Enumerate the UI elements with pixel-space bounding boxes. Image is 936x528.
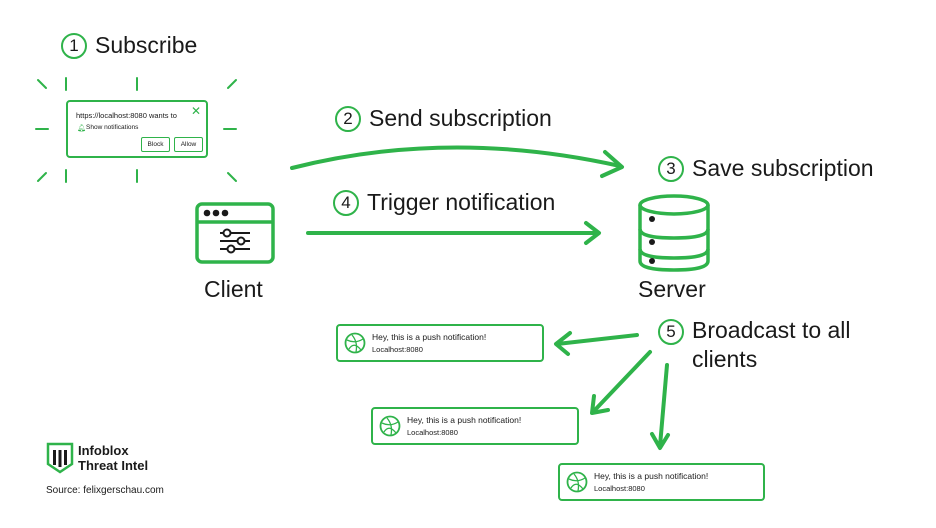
arrowhead: [600, 150, 624, 178]
arrow-broadcast-2: [591, 350, 652, 414]
infoblox-logo-icon: [46, 442, 74, 474]
step-number: 3: [658, 155, 684, 182]
permission-popup: https://localhost:8080 wants to ✕ 🔔︎ Sho…: [66, 100, 208, 158]
browser-window-icon: [195, 202, 275, 264]
step-trigger-notification: 4 Trigger notification: [333, 189, 555, 216]
ray: [37, 79, 47, 89]
push-notification: Hey, this is a push notification! Localh…: [558, 463, 765, 501]
step-broadcast: 5 Broadcast to all clients: [658, 317, 872, 374]
notification-host: Localhost:8080: [594, 484, 645, 493]
step-save-subscription: 3 Save subscription: [658, 155, 874, 182]
step-number: 1: [61, 32, 87, 59]
step-send-subscription: 2 Send subscription: [335, 105, 552, 132]
step-label: Subscribe: [95, 32, 198, 58]
bell-icon: 🔔︎: [77, 125, 86, 132]
arrowhead: [650, 432, 670, 450]
step-label: Broadcast to all clients: [692, 317, 851, 372]
brand-name: Infoblox Threat Intel: [78, 443, 148, 473]
allow-button[interactable]: Allow: [174, 137, 203, 152]
globe-icon: [344, 332, 366, 354]
globe-icon: [566, 471, 588, 493]
notification-title: Hey, this is a push notification!: [407, 415, 522, 425]
ray: [227, 172, 237, 182]
attention-rays: [35, 77, 237, 183]
popup-permission-text: Show notifications: [86, 124, 139, 131]
notification-host: Localhost:8080: [372, 345, 423, 354]
arrowhead: [584, 221, 601, 245]
globe-icon: [379, 415, 401, 437]
client-label: Client: [204, 276, 263, 302]
arrow-send-subscription: [290, 145, 622, 170]
notification-title: Hey, this is a push notification!: [372, 332, 487, 342]
push-notification: Hey, this is a push notification! Localh…: [336, 324, 544, 362]
arrow-broadcast-1: [555, 333, 639, 346]
arrowhead: [590, 394, 610, 415]
brand-line-2: Threat Intel: [78, 458, 149, 473]
notification-host: Localhost:8080: [407, 428, 458, 437]
step-number: 4: [333, 189, 359, 216]
popup-url-text: https://localhost:8080 wants to: [76, 111, 177, 120]
block-button[interactable]: Block: [141, 137, 170, 152]
push-notification: Hey, this is a push notification! Localh…: [371, 407, 579, 445]
server-label: Server: [638, 276, 706, 302]
ray: [37, 172, 47, 182]
step-number: 2: [335, 105, 361, 132]
notification-title: Hey, this is a push notification!: [594, 471, 709, 481]
step-subscribe: 1 Subscribe: [61, 32, 197, 59]
arrow-broadcast-3: [658, 363, 669, 448]
step-number: 5: [658, 319, 684, 345]
arrowhead: [554, 331, 572, 356]
brand-line-1: Infoblox: [78, 443, 129, 458]
step-label: Save subscription: [692, 155, 874, 181]
ray: [227, 79, 237, 89]
close-icon: ✕: [190, 104, 201, 118]
step-label: Trigger notification: [367, 189, 556, 215]
database-icon: [638, 194, 710, 272]
step-label: Send subscription: [369, 105, 552, 131]
source-credit: Source: felixgerschau.com: [46, 485, 164, 496]
